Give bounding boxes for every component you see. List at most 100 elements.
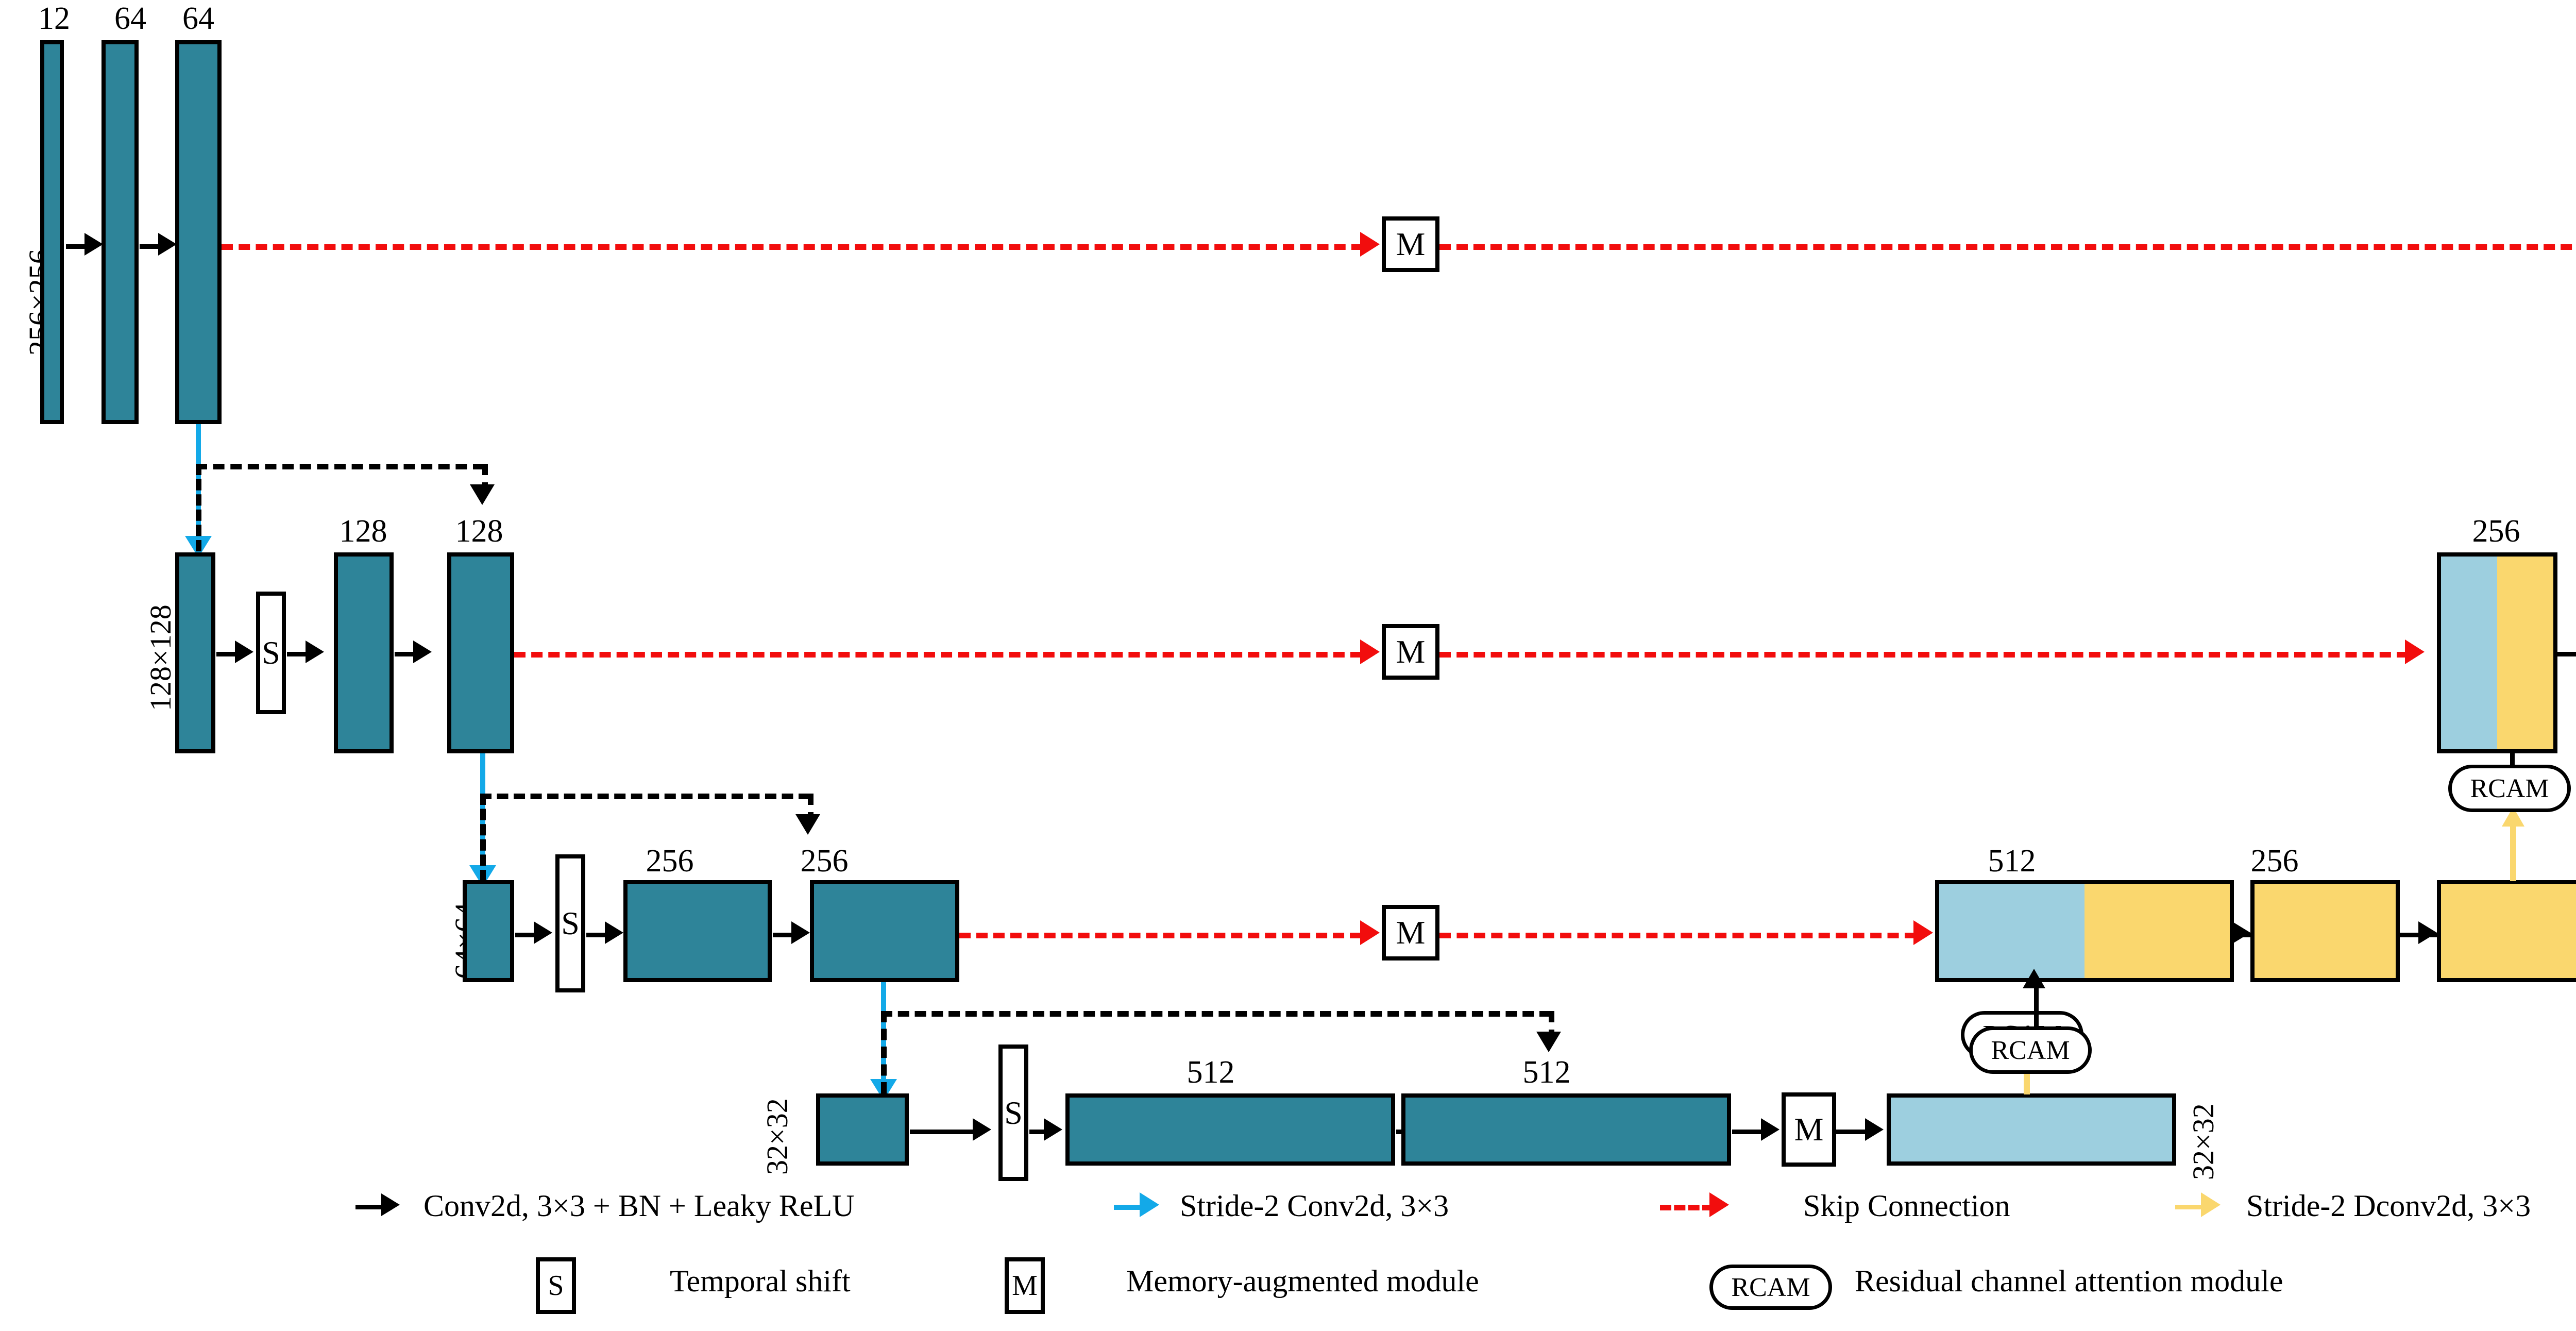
conv-arrowhead-l4-4	[1761, 1118, 1780, 1141]
legend-label-temporal-shift: Temporal shift	[670, 1264, 851, 1298]
conv-arrow-l2-3	[395, 652, 417, 656]
encoder-block-l4-a	[816, 1093, 909, 1166]
channel-label-dec2-1: 256	[2472, 514, 2520, 549]
conv-arrow-l4-5	[1836, 1130, 1868, 1134]
rcam-module-l3[interactable]: RCAM	[1969, 1026, 2092, 1074]
enc-shortcut-v-l2	[480, 794, 486, 881]
skip-connection-l1-right	[1439, 244, 2576, 250]
channel-label-dec3-1: 512	[1988, 844, 2036, 879]
rcam-link-l3	[2034, 984, 2039, 1027]
temporal-shift-l3[interactable]: S	[555, 854, 585, 992]
legend-icon-s-box: S	[536, 1257, 576, 1314]
conv-arrowhead-dec3-1	[2232, 921, 2250, 944]
conv-arrow-dec2-1	[2557, 652, 2576, 656]
enc-shortcut-h-l1	[196, 464, 484, 469]
enc-shortcut-v2-l3	[1549, 1011, 1554, 1041]
legend-icon-stride2conv-arrowhead	[1140, 1192, 1159, 1217]
encoder-block-l1-c	[175, 40, 222, 424]
encoder-block-l3-b	[623, 880, 772, 982]
conv-arrowhead-l1-2	[158, 233, 177, 256]
resolution-label-level4: 32×32	[760, 1098, 794, 1175]
memory-module-l2[interactable]: M	[1382, 624, 1439, 680]
channel-label-enc2-1: 128	[339, 514, 387, 549]
skip-arrowhead-l1-in	[1360, 232, 1380, 257]
channel-label-enc3-2: 256	[800, 844, 849, 879]
skip-arrowhead-l2-in	[1360, 639, 1380, 664]
memory-module-l4[interactable]: M	[1782, 1092, 1836, 1167]
enc-shortcut-arrowhead-l3	[1536, 1032, 1561, 1052]
conv-arrow-l3-3	[773, 933, 795, 937]
legend-icon-conv-arrowhead	[381, 1193, 400, 1216]
encoder-block-l1-a	[40, 40, 64, 424]
legend-label-dconv: Stride-2 Dconv2d, 3×3	[2246, 1189, 2531, 1223]
enc-shortcut-h-l2	[480, 794, 810, 799]
channel-label-dec3-2: 256	[2250, 844, 2299, 879]
conv-arrowhead-l3-2	[605, 921, 623, 944]
channel-label-enc1-2: 64	[114, 1, 146, 36]
channel-label-enc1-1: 12	[38, 1, 70, 36]
enc-shortcut-arrowhead-l1	[470, 484, 495, 505]
conv-arrowhead-l3-1	[534, 921, 552, 944]
channel-label-enc2-2: 128	[455, 514, 503, 549]
encoder-block-l3-a	[463, 880, 514, 982]
conv-arrowhead-l2-2	[306, 641, 324, 663]
conv-arrowhead-l3-3	[791, 921, 810, 944]
conv-arrow-l1-2	[140, 244, 161, 249]
legend-icon-dconv-line	[2175, 1205, 2204, 1209]
legend-icon-rcam-pill: RCAM	[1709, 1265, 1832, 1310]
decoder-block-l2-a	[2437, 552, 2557, 753]
encoder-block-l4-b	[1065, 1093, 1395, 1166]
encoder-block-l4-c	[1401, 1093, 1731, 1166]
legend-icon-dconv-arrowhead	[2201, 1192, 2221, 1217]
legend-label-skip: Skip Connection	[1803, 1189, 2010, 1223]
conv-arrow-l4-3	[1396, 1130, 1403, 1134]
memory-module-l1[interactable]: M	[1382, 216, 1439, 272]
legend-icon-conv-arrow	[355, 1205, 384, 1209]
temporal-shift-l4[interactable]: S	[998, 1044, 1028, 1181]
enc-shortcut-v-l3	[881, 1011, 887, 1093]
legend-icon-m-box: M	[1005, 1257, 1045, 1314]
conv-arrowhead-l4-5	[1865, 1118, 1884, 1141]
conv-arrow-l1-1	[66, 244, 88, 249]
conv-arrow-l2-2	[287, 652, 310, 656]
legend-label-stride2conv: Stride-2 Conv2d, 3×3	[1180, 1189, 1449, 1223]
enc-shortcut-v2-l1	[482, 464, 488, 494]
conv-arrowhead-l4-2	[1044, 1118, 1062, 1141]
skip-arrowhead-l2-out	[2405, 639, 2425, 664]
conv-arrow-l4-4	[1732, 1130, 1764, 1134]
conv-arrow-l4-2	[1029, 1130, 1046, 1134]
enc-shortcut-h-l3	[881, 1011, 1551, 1017]
enc-shortcut-arrowhead-l2	[795, 814, 820, 835]
resolution-label-level2: 128×128	[144, 604, 177, 711]
decoder-block-l3-a	[1935, 880, 2234, 982]
channel-label-enc4-1: 512	[1187, 1055, 1235, 1090]
encoder-block-l2-a	[175, 552, 215, 753]
encoder-block-l2-c	[447, 552, 514, 753]
legend-icon-skip-arrowhead	[1709, 1192, 1729, 1217]
skip-connection-l3-left	[959, 933, 1361, 938]
legend-icon-skip-arrow	[1660, 1205, 1714, 1210]
legend-label-memory-module: Memory-augmented module	[1126, 1264, 1479, 1298]
conv-arrowhead-dec3-2	[2418, 921, 2437, 944]
resolution-label-out4: 32×32	[2187, 1103, 2220, 1180]
channel-label-enc1-3: 64	[182, 1, 214, 36]
legend-label-rcam: Residual channel attention module	[1855, 1264, 2283, 1298]
conv-arrow-l2-1	[216, 652, 239, 656]
temporal-shift-l2[interactable]: S	[256, 592, 286, 714]
channel-label-enc4-2: 512	[1522, 1055, 1571, 1090]
skip-connection-l3-right	[1439, 933, 1916, 938]
conv-arrowhead-l2-1	[235, 641, 253, 663]
conv-arrow-l3-2	[586, 933, 609, 937]
skip-connection-l2-left	[514, 652, 1362, 658]
rcam-module-l2[interactable]: RCAM	[2448, 765, 2571, 812]
decoder-block-l3-c	[2437, 880, 2576, 982]
encoder-block-l2-b	[334, 552, 394, 753]
channel-label-enc3-1: 256	[646, 844, 694, 879]
encoder-block-l1-b	[101, 40, 139, 424]
legend-label-conv: Conv2d, 3×3 + BN + Leaky ReLU	[423, 1189, 855, 1223]
conv-arrow-l4-1	[910, 1130, 976, 1134]
memory-module-l3[interactable]: M	[1382, 905, 1439, 961]
conv-arrowhead-l4-1	[973, 1118, 991, 1141]
skip-arrowhead-l3-in	[1360, 920, 1380, 945]
